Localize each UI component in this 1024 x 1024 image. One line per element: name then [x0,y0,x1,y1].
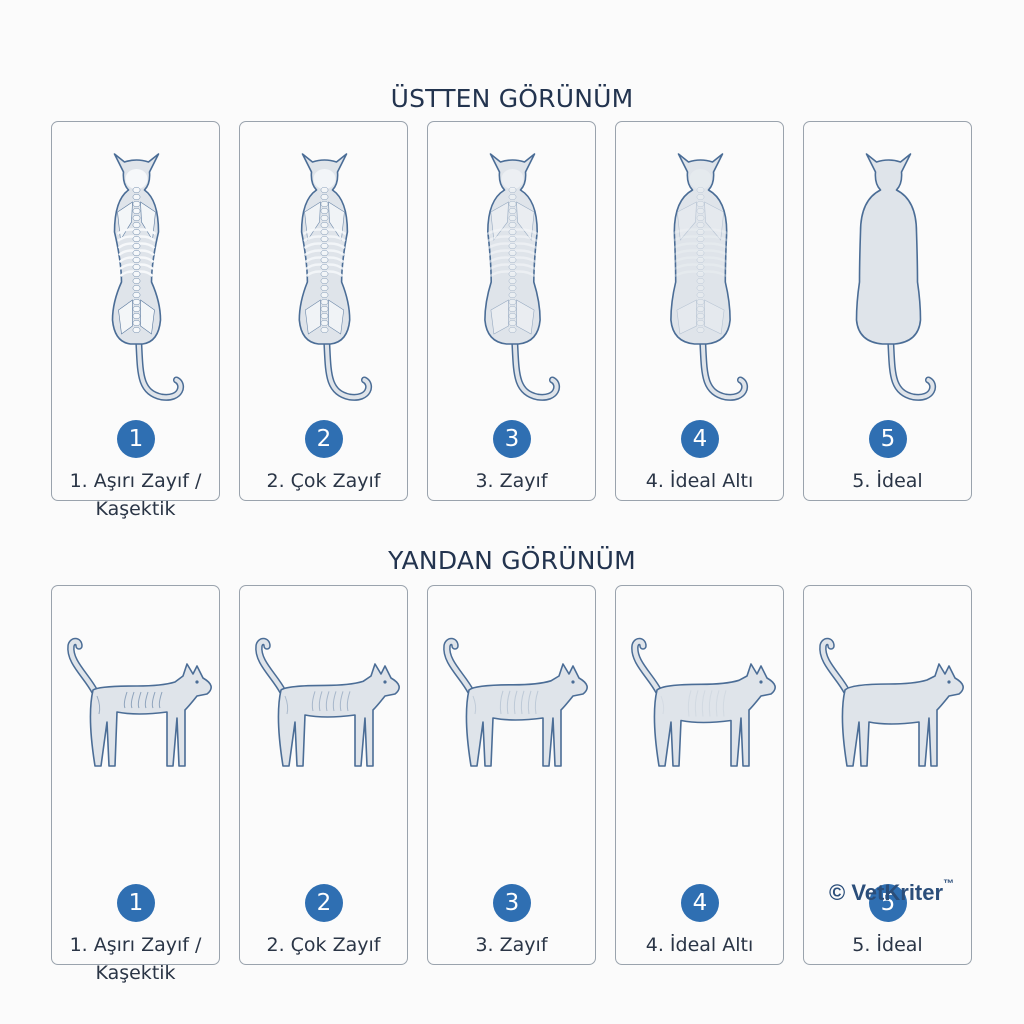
score-badge: 5 [869,884,907,922]
cat-top-view-skeleton-3 [484,153,561,401]
cat-top-view-skeleton-5 [855,153,937,401]
side-view-card-5: 5 5. İdeal [803,585,972,965]
score-label: 5. İdeal [852,470,923,492]
top-view-row: 1 1. Aşırı Zayıf /Kaşektik 2 2. Çok Zayı… [0,121,1024,520]
top-view-card-4: 4 4. İdeal Altı [615,121,784,501]
score-badge: 1 [117,884,155,922]
score-badge: 2 [305,420,343,458]
cat-top-view-skeleton-4 [670,153,749,401]
score-label: 4. İdeal Altı [645,934,754,956]
score-label: 2. Çok Zayıf [266,470,381,492]
section-title-top-view: ÜSTTEN GÖRÜNÜM [390,84,634,113]
cat-side-view-2 [255,637,400,767]
score-badge: 2 [305,884,343,922]
score-badge: 4 [681,420,719,458]
cat-top-view-skeleton-2 [298,153,373,401]
cat-top-view-skeleton-1 [111,153,185,401]
cat-side-view-3 [443,637,588,767]
score-label: 4. İdeal Altı [645,470,754,492]
top-view-card-3: 3 3. Zayıf [427,121,596,501]
top-view-card-1: 1 1. Aşırı Zayıf /Kaşektik [51,121,220,520]
score-label: 5. İdeal [852,934,923,956]
side-view-card-3: 3 3. Zayıf [427,585,596,965]
score-badge: 4 [681,884,719,922]
side-view-card-4: 4 4. İdeal Altı [615,585,784,965]
score-badge: 5 [869,420,907,458]
top-view-card-5: 5 5. İdeal [803,121,972,501]
side-view-card-1: 1 1. Aşırı Zayıf /Kaşektik [51,585,220,984]
score-label: 3. Zayıf [475,470,548,492]
side-view-card-2: 2 2. Çok Zayıf [239,585,408,965]
score-badge: 3 [493,420,531,458]
score-label: 1. Aşırı Zayıf /Kaşektik [69,470,202,520]
cat-side-view-4 [631,637,776,767]
score-label: 1. Aşırı Zayıf /Kaşektik [69,934,202,984]
cat-side-view-5 [819,637,964,767]
side-view-row: 1 1. Aşırı Zayıf /Kaşektik 2 2. Çok Zayı… [0,585,1024,984]
cat-side-view-1 [67,637,212,767]
top-view-card-2: 2 2. Çok Zayıf [239,121,408,501]
score-badge: 1 [117,420,155,458]
score-label: 2. Çok Zayıf [266,934,381,956]
copyright-mark: © VetKriter™ [829,878,955,905]
score-label: 3. Zayıf [475,934,548,956]
section-title-side-view: YANDAN GÖRÜNÜM [388,546,636,575]
score-badge: 3 [493,884,531,922]
